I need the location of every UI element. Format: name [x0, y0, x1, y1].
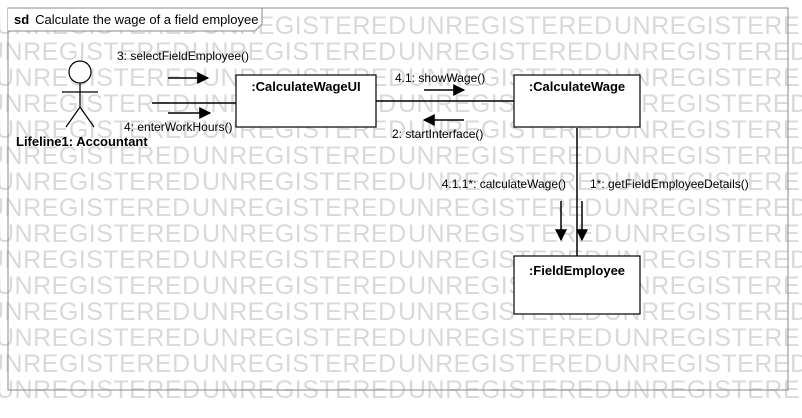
watermark-text: UNREGISTERED — [202, 168, 407, 196]
lifeline-calculatewageui[interactable]: :CalculateWageUI — [235, 74, 377, 128]
watermark-text: UNREGISTERED — [614, 116, 802, 144]
watermark-text: UNREGISTERED — [0, 142, 191, 170]
watermark-text: UNREGISTERED — [604, 194, 802, 222]
lifeline-calculatewage[interactable]: :CalculateWage — [513, 74, 641, 128]
watermark-text: UNREGISTERED — [0, 350, 191, 378]
frame-title: sd Calculate the wage of a field employee — [14, 12, 258, 27]
watermark-text: UNREGISTERED — [0, 64, 201, 92]
actor-right-leg — [79, 106, 95, 128]
watermark-text: UNREGISTERED — [398, 194, 603, 222]
message-calculate-wage: 4.1.1*: calculateWage() — [442, 177, 566, 191]
watermark-text: UNREGISTERED — [604, 38, 802, 66]
actor-accountant[interactable]: Lifeline1: Accountant — [16, 60, 148, 149]
watermark-text: UNREGISTERED — [192, 194, 397, 222]
message-select-field-employee: 3: selectFieldEmployee() — [117, 49, 249, 63]
watermark-text: UNREGISTERED — [614, 64, 802, 92]
watermark-text: UNREGISTERED — [0, 90, 191, 118]
watermark-text: UNREGISTERED — [192, 298, 397, 326]
watermark-text: UNREGISTERED — [0, 324, 201, 352]
message-get-field-employee-details: 1*: getFieldEmployeeDetails() — [590, 177, 749, 191]
watermark-text: UNREGISTERED — [192, 142, 397, 170]
lifeline-label: :CalculateWage — [529, 79, 625, 94]
watermark-text: UNREGISTERED — [614, 272, 802, 300]
watermark-text: UNREGISTERED — [0, 194, 191, 222]
diagram-frame — [7, 7, 789, 391]
actor-head — [68, 60, 92, 84]
lifeline-box — [513, 255, 641, 315]
watermark-text: UNREGISTERED — [192, 38, 397, 66]
watermark-text: UNREGISTERED — [408, 168, 613, 196]
watermark-text: UNREGISTERED — [192, 350, 397, 378]
watermark-text: UNREGISTERED — [408, 324, 613, 352]
watermark-text: UNREGISTERED — [604, 142, 802, 170]
watermark-text: UNREGISTERED — [398, 350, 603, 378]
watermark-text: UNREGISTERED — [0, 246, 191, 274]
message-show-wage: 4.1: showWage() — [395, 71, 485, 85]
watermark-text: UNREGISTERED — [614, 220, 802, 248]
watermark-text: UNREGISTERED — [398, 38, 603, 66]
watermark-text: UNREGISTERED — [614, 168, 802, 196]
watermark-text: UNREGISTERED — [0, 298, 191, 326]
message-enter-work-hours: 4: enterWorkHours() — [124, 120, 232, 134]
frame-keyword: sd — [14, 12, 29, 27]
watermark-text: UNREGISTERED — [614, 324, 802, 352]
lifeline-box — [513, 74, 641, 128]
watermark-text: UNREGISTERED — [202, 324, 407, 352]
watermark-text: UNREGISTERED — [398, 142, 603, 170]
watermark-text: UNREGISTERED — [604, 350, 802, 378]
frame-title-text: Calculate the wage of a field employee — [35, 12, 258, 27]
message-start-interface: 2: startInterface() — [392, 127, 483, 141]
watermark-text: UNREGISTERED — [202, 272, 407, 300]
watermark-text: UNREGISTERED — [0, 38, 191, 66]
lifeline-fieldemployee[interactable]: :FieldEmployee — [513, 255, 641, 315]
frame-title-tab — [8, 7, 263, 32]
actor-left-leg — [65, 106, 81, 128]
actor-label: Lifeline1: Accountant — [16, 134, 148, 149]
watermark-text: UNREGISTERED — [0, 116, 201, 144]
watermark-text: UNREGISTERED — [614, 12, 802, 40]
watermark-text: UNREGISTERED — [408, 12, 613, 40]
watermark-text: UNREGISTERED — [0, 168, 201, 196]
lifeline-label: :CalculateWageUI — [251, 79, 360, 94]
watermark-text: UNREGISTERED — [0, 272, 201, 300]
watermark-text: UNREGISTERED — [0, 220, 201, 248]
watermark-text: UNREGISTERED — [192, 246, 397, 274]
lifeline-label: :FieldEmployee — [529, 263, 625, 278]
watermark-text: UNREGISTERED — [202, 220, 407, 248]
lifeline-box — [235, 74, 377, 128]
